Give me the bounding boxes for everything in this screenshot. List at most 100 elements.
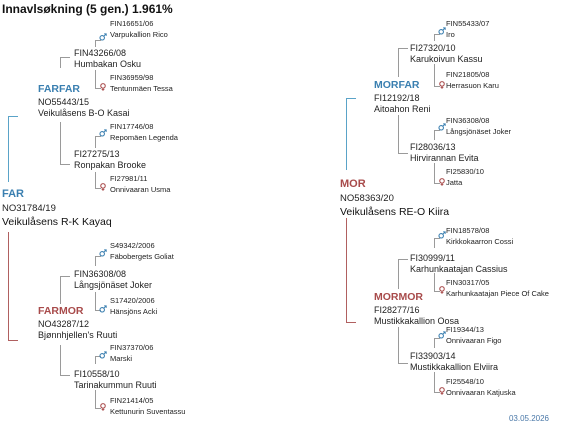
pedigree-farmor-father[interactable]: FIN36308/08 Långsjönäset Joker: [74, 270, 152, 290]
pedigree-mormor-father-mother[interactable]: FIN30317/05 Karhunkaatajan Piece Of Cake: [446, 279, 549, 297]
connector: [434, 238, 440, 239]
connector: [95, 136, 96, 148]
pedigree-mother[interactable]: MOR NO58363/20 Veikulåsens RE-O Kiira: [340, 179, 449, 217]
reg-number: FIN36959/98: [110, 73, 154, 82]
female-symbol-icon: [438, 387, 446, 395]
dog-name: Ronpakan Brooke: [74, 160, 147, 170]
dog-name: Varpukallion Rico: [110, 29, 168, 39]
pedigree-morfar-father-mother[interactable]: FIN21805/08 Herrasuon Karu: [446, 71, 499, 89]
reg-number: FIN36308/08: [74, 269, 127, 279]
pedigree-farfar-father[interactable]: FIN43266/08 Humbakan Osku: [74, 49, 141, 69]
connector: [434, 130, 440, 131]
pedigree-mormor-father-father[interactable]: FIN18578/08 Kirkkokaarron Cossi: [446, 227, 513, 245]
pedigree-mormor-mother[interactable]: FI33903/14 Mustikkakallion Elviira: [410, 352, 498, 372]
reg-number: FI27981/11: [110, 174, 148, 183]
dog-name: Onnivaaran Figo: [446, 335, 502, 345]
pedigree-farfar-mother[interactable]: FI27275/13 Ronpakan Brooke: [74, 150, 146, 170]
reg-number: NO43287/12: [38, 318, 90, 329]
connector: [434, 34, 440, 35]
female-symbol-icon: [99, 183, 107, 191]
pedigree-morfar-mother-father[interactable]: FIN36308/08 Långsjönäset Joker: [446, 117, 511, 135]
connector: [60, 375, 70, 376]
female-symbol-icon: [438, 178, 446, 186]
male-symbol-icon: [99, 249, 107, 257]
role-label-far: FAR: [2, 188, 24, 200]
pedigree-farmor-father-mother[interactable]: S17420/2006 Hänsjöns Acki: [110, 297, 157, 315]
connector: [398, 48, 399, 77]
connector: [434, 163, 435, 183]
role-label-farmor: FARMOR: [38, 305, 84, 317]
dog-name: Tentunmäen Tessa: [110, 83, 173, 93]
dog-name: Marski: [110, 353, 133, 363]
pedigree-morfar-mother[interactable]: FI28036/13 Hirvirannan Evita: [410, 143, 479, 163]
reg-number: FI19344/13: [446, 325, 484, 334]
role-label-mor: MOR: [340, 178, 366, 190]
connector: [398, 259, 399, 289]
connector: [398, 115, 399, 153]
dog-name: Veikulåsens R-K Kayaq: [2, 215, 112, 228]
connector: [398, 259, 408, 260]
dog-name: Mustikkakallion Oosa: [374, 315, 460, 326]
connector: [95, 172, 96, 188]
male-symbol-icon: [99, 129, 107, 137]
dog-name: Jatta: [446, 177, 463, 187]
page-title: Innavlsøkning (5 gen.) 1.961%: [2, 2, 173, 16]
pedigree-farfar[interactable]: FARFAR NO55443/15 Veikulåsens B-O Kasai: [38, 84, 130, 118]
reg-number: S17420/2006: [110, 296, 155, 305]
dog-name: Aitoahon Reni: [374, 103, 431, 114]
role-label-morfar: MORFAR: [374, 79, 420, 91]
connector: [95, 88, 101, 89]
connector: [60, 276, 61, 304]
pedigree-farmor-mother-father[interactable]: FIN37370/06 Marski: [110, 344, 153, 362]
pedigree-farfar-mother-mother[interactable]: FI27981/11 Onnivaaran Usma: [110, 175, 170, 193]
reg-number: FIN17746/08: [110, 122, 154, 131]
pedigree-farfar-father-mother[interactable]: FIN36959/98 Tentunmäen Tessa: [110, 74, 173, 92]
pedigree-farfar-father-father[interactable]: FIN16651/06 Varpukallion Rico: [110, 20, 168, 38]
pedigree-morfar-father-father[interactable]: FIN55433/07 Iro: [446, 20, 489, 38]
far-upper-connector: [8, 116, 9, 182]
reg-number: FIN36308/08: [446, 116, 490, 125]
pedigree-farmor-father-father[interactable]: S49342/2006 Fäbobergets Goliat: [110, 242, 174, 260]
pedigree-mormor-mother-mother[interactable]: FI25548/10 Onnivaaran Katjuska: [446, 378, 516, 396]
pedigree-farmor-mother[interactable]: FI10558/10 Tarinakummun Ruuti: [74, 370, 157, 390]
pedigree-father[interactable]: FAR NO31784/19 Veikulåsens R-K Kayaq: [2, 189, 112, 227]
far-lower-connector: [8, 232, 9, 340]
dog-name: Iro: [446, 29, 455, 39]
pedigree-farfar-mother-father[interactable]: FIN17746/08 Repomäen Legenda: [110, 123, 178, 141]
pedigree-farmor-mother-mother[interactable]: FIN21414/05 Kettunurin Suventassu: [110, 397, 185, 415]
female-symbol-icon: [99, 403, 107, 411]
mor-to-mormor-connector: [346, 322, 356, 323]
pedigree-farmor[interactable]: FARMOR NO43287/12 Bjønnhjellen's Ruuti: [38, 306, 117, 340]
pedigree-morfar[interactable]: MORFAR FI12192/18 Aitoahon Reni: [374, 80, 431, 114]
connector: [434, 273, 435, 291]
pedigree-morfar-father[interactable]: FI27320/10 Karukoivun Kassu: [410, 44, 483, 64]
reg-number: FI28277/16: [374, 304, 420, 315]
connector: [434, 64, 435, 86]
pedigree-mormor-father[interactable]: FI30999/11 Karhunkaatajan Cassius: [410, 254, 508, 274]
female-symbol-icon: [438, 286, 446, 294]
female-symbol-icon: [99, 83, 107, 91]
dog-name: Veikulåsens RE-O Kiira: [340, 205, 450, 218]
pedigree-mormor-mother-father[interactable]: FI19344/13 Onnivaaran Figo: [446, 326, 501, 344]
connector: [95, 256, 101, 257]
reg-number: FI25830/10: [446, 167, 484, 176]
connector: [398, 153, 408, 154]
connector: [95, 356, 101, 357]
male-symbol-icon: [438, 123, 446, 131]
reg-number: FIN16651/06: [110, 19, 154, 28]
male-symbol-icon: [438, 331, 446, 339]
pedigree-morfar-mother-mother[interactable]: FI25830/10 Jatta: [446, 168, 484, 186]
connector: [398, 363, 408, 364]
pedigree-mormor[interactable]: MORMOR FI28277/16 Mustikkakallion Oosa: [374, 292, 459, 326]
reg-number: FI30999/11: [410, 253, 455, 263]
connector: [434, 338, 435, 348]
dog-name: Karukoivun Kassu: [410, 54, 483, 64]
reg-number: FI10558/10: [74, 369, 120, 379]
far-to-farmor-connector: [8, 340, 18, 341]
reg-number: FIN21414/05: [110, 396, 154, 405]
dog-name: Hänsjöns Acki: [110, 306, 158, 316]
connector: [95, 256, 96, 266]
dog-name: Bjønnhjellen's Ruuti: [38, 329, 118, 340]
connector: [434, 86, 440, 87]
role-label-mormor: MORMOR: [374, 291, 423, 303]
